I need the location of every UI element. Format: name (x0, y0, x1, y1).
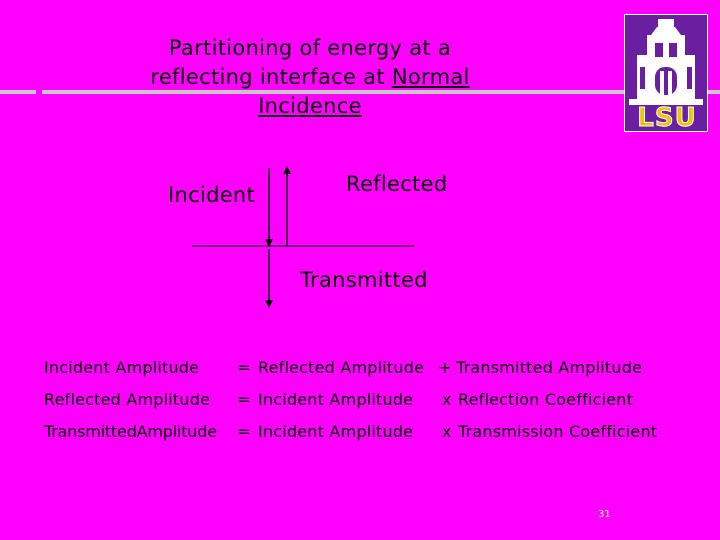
equation-equals: = (237, 358, 251, 377)
equation-term-2: Reflection Coefficient (458, 390, 634, 409)
header-rule-right (42, 90, 720, 94)
equation-operator: x (442, 422, 452, 441)
title-line-2: reflecting interface at Normal (120, 63, 500, 92)
title-line-3: Incidence (258, 94, 362, 118)
equation-equals: = (237, 390, 251, 409)
lsu-tower-icon (629, 19, 703, 105)
equation-operator: + (438, 358, 452, 377)
title-line-2-prefix: reflecting interface at (150, 65, 392, 89)
equation-term-2: Transmission Coefficient (458, 422, 658, 441)
header-rule-left (0, 90, 36, 94)
transmitted-label: Transmitted (300, 268, 428, 292)
equation-term-1: Reflected Amplitude (258, 358, 425, 377)
equation-term-1: Incident Amplitude (258, 422, 414, 441)
equation-term-1: Incident Amplitude (258, 390, 414, 409)
title-line-2-underlined: Normal (391, 65, 470, 89)
reflected-label: Reflected (346, 172, 448, 196)
title-line-1: Partitioning of energy at a (168, 36, 452, 60)
equation-lhs: Reflected Amplitude (44, 390, 211, 409)
lsu-logo-text: LSU (637, 103, 697, 134)
equation-equals: = (237, 422, 251, 441)
equation-operator: x (442, 390, 452, 409)
incident-label: Incident (168, 183, 256, 207)
equation-lhs: Incident Amplitude (44, 358, 200, 377)
lsu-logo: LSU (624, 14, 708, 134)
equation-lhs: TransmittedAmplitude (44, 422, 217, 441)
equation-term-2: Transmitted Amplitude (456, 358, 643, 377)
slide-title: Partitioning of energy at a reflecting i… (120, 34, 500, 121)
page-number: 31 (598, 509, 611, 520)
